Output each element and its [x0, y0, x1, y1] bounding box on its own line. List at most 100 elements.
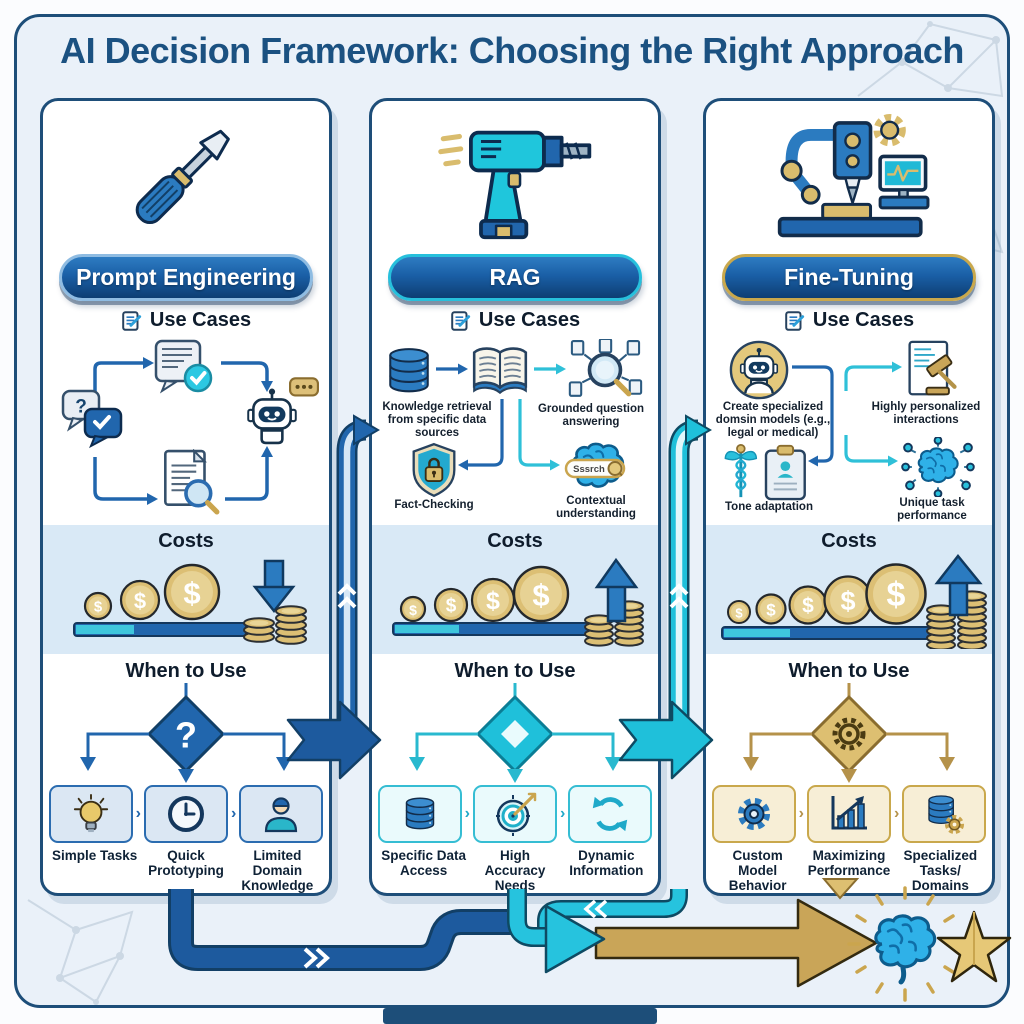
simple-tasks-box — [48, 784, 133, 843]
when-option-labels: Simple Tasks Quick Prototyping Limited D… — [49, 848, 323, 893]
option-label: Limited Domain Knowledge — [241, 847, 314, 893]
quick-prototyping-box — [144, 784, 228, 843]
lightbulb-icon — [73, 793, 108, 832]
shield-lock-icon — [412, 442, 456, 497]
brain-search-icon: Sssrch — [564, 442, 626, 488]
column-header-pill: RAG — [388, 254, 642, 302]
bottom-pipe-bar — [383, 1008, 657, 1024]
flow-arrows — [792, 361, 902, 467]
column-card-rag: RAG Use Cases — [369, 98, 661, 896]
costs-medium-chart: $ $ $ $ — [392, 557, 644, 647]
svg-text:$: $ — [766, 601, 776, 620]
costs-section: Costs $ $ $ — [43, 525, 329, 654]
target-icon — [496, 792, 537, 836]
when-option-boxes: › › — [711, 784, 987, 843]
person-icon — [265, 797, 298, 832]
database-icon — [405, 797, 434, 830]
diamond-icon — [409, 682, 621, 783]
flow-arrows — [93, 356, 273, 505]
chevron-right-icon: › — [135, 804, 141, 822]
document-pencil-icon — [451, 311, 471, 331]
svg-text:Sssrch: Sssrch — [573, 464, 605, 475]
dynamic-information-box — [568, 784, 653, 843]
use-cases-heading: Use Cases — [706, 303, 992, 338]
column-card-fine-tuning: Fine-Tuning Use Cases — [703, 98, 995, 896]
chevron-right-icon: › — [231, 804, 237, 822]
limited-domain-knowledge-box — [239, 784, 324, 843]
costs-section: Costs $ $ $ $ $ — [706, 525, 992, 654]
option-label: Custom Model Behavior — [728, 847, 787, 893]
use-case-label: Create specialized domsin models (e.g., … — [715, 400, 831, 439]
gear-icon — [737, 797, 770, 830]
chevron-right-icon: › — [894, 804, 900, 822]
when-option-labels: Custom Model Behavior Maximizing Perform… — [712, 848, 986, 893]
bar-chart-icon — [831, 795, 867, 830]
column-header-pill: Fine-Tuning — [722, 254, 976, 302]
use-cases-heading: Use Cases — [43, 303, 329, 338]
custom-model-behavior-box — [711, 784, 796, 843]
column-card-prompt-engineering: Prompt Engineering Use Cases — [40, 98, 332, 896]
column-header-label: RAG — [489, 264, 541, 291]
when-to-use-section: When to Use — [706, 654, 992, 893]
document-pencil-icon — [122, 311, 142, 331]
document-pencil-icon — [785, 311, 805, 331]
caduceus-clipboard-icon — [724, 443, 806, 500]
robot-badge-icon — [729, 340, 789, 399]
when-to-use-title: When to Use — [125, 659, 247, 682]
maximizing-performance-box — [807, 784, 891, 843]
column-header-label: Fine-Tuning — [784, 264, 914, 291]
costs-low-chart: $ $ $ — [73, 559, 307, 645]
specialized-tasks-domains-box — [902, 784, 987, 843]
option-label: Maximizing Performance — [807, 847, 891, 878]
chevron-right-icon: › — [798, 804, 804, 822]
use-case-label: Contextual understanding — [556, 494, 636, 520]
costs-section: Costs $ $ $ $ — [372, 525, 658, 654]
when-option-boxes: › › — [48, 784, 324, 843]
screwdriver-icon — [43, 101, 329, 254]
svg-text:$: $ — [735, 606, 743, 621]
high-accuracy-needs-box — [473, 784, 557, 843]
svg-text:$: $ — [409, 602, 417, 618]
use-case-label: Tone adaptation — [725, 500, 813, 513]
when-to-use-section: When to Use ? — [43, 654, 329, 893]
when-option-boxes: › › — [377, 784, 653, 843]
use-case-label: Highly personalized interactions — [871, 400, 981, 426]
use-cases-title: Use Cases — [149, 309, 252, 332]
option-label: Simple Tasks — [52, 847, 138, 863]
use-cases-title: Use Cases — [812, 309, 915, 332]
when-to-use-section: When to Use › — [372, 654, 658, 893]
flow-arrows — [436, 363, 566, 471]
when-to-use-title: When to Use — [454, 659, 576, 682]
use-case-label: Fact-Checking — [394, 498, 474, 511]
svg-text:$: $ — [802, 595, 814, 618]
database-icon — [389, 347, 429, 392]
question-diamond-icon: ? — [80, 682, 292, 783]
drill-icon — [372, 101, 658, 254]
option-label: Dynamic Information — [569, 847, 644, 878]
refresh-icon — [593, 796, 628, 831]
clock-icon — [168, 795, 204, 832]
use-cases-flow: ? — [43, 339, 329, 525]
chevron-right-icon: › — [464, 804, 470, 822]
use-cases-title: Use Cases — [478, 309, 581, 332]
chevron-right-icon: › — [560, 804, 566, 822]
svg-text:?: ? — [75, 396, 87, 417]
costs-title: Costs — [158, 530, 214, 553]
column-header-pill: Prompt Engineering — [59, 254, 313, 302]
page-title: AI Decision Framework: Choosing the Righ… — [60, 30, 964, 71]
option-label: Quick Prototyping — [148, 847, 224, 878]
svg-text:?: ? — [175, 714, 197, 755]
option-label: Specific Data Access — [381, 847, 467, 878]
svg-text:$: $ — [446, 596, 457, 617]
cnc-machine-icon — [706, 101, 992, 254]
when-option-labels: Specific Data Access High Accuracy Needs… — [378, 848, 652, 893]
specific-data-access-box — [377, 784, 462, 843]
brain-network-icon — [901, 436, 975, 497]
database-gear-icon — [928, 795, 965, 834]
document-magnifier-icon — [164, 448, 220, 515]
svg-text:$: $ — [887, 576, 906, 614]
document-gavel-icon — [908, 340, 957, 396]
use-case-label: Knowledge retrieval from specific data s… — [382, 400, 492, 439]
gear-diamond-icon — [743, 682, 955, 783]
